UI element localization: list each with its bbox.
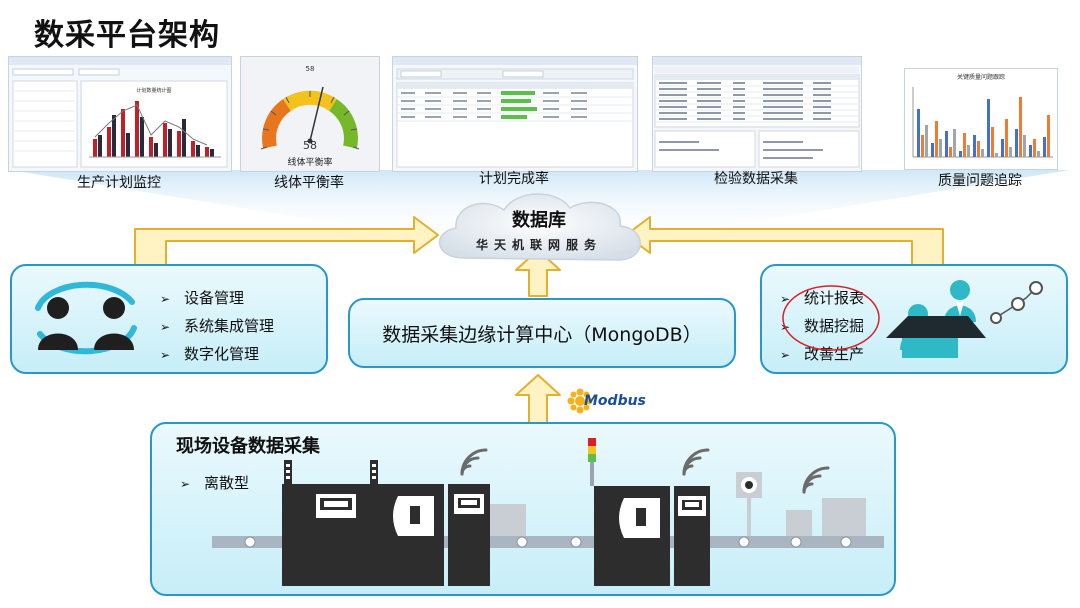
plan-completion-table-icon [393,57,637,168]
thumbnail-production-plan[interactable]: 计划数量统计图 [8,56,232,172]
list-item: ➢设备管理 [160,289,245,307]
arrow-edge-to-cloud [515,249,561,297]
thumbnail-label: 质量问题追踪 [938,173,1022,189]
database-subtitle: 华天机联网服务 [475,238,602,252]
modbus-label: Modbus [584,393,646,409]
edge-computing-label: 数据采集边缘计算中心（MongoDB） [382,324,702,346]
sensor-unit [736,472,762,536]
gauge-icon: 58 58 线体平衡率 [260,65,360,168]
database-cloud-icon [438,193,641,261]
list-item: ➢数字化管理 [160,345,260,363]
thumbnail-label: 线体平衡率 [274,175,344,191]
wifi-icon [802,466,830,494]
thumbnail-label: 计划完成率 [479,171,549,187]
thumbnail-plan-completion[interactable] [392,56,638,172]
thumbnail-label: 生产计划监控 [77,175,161,191]
chart-title: 计划数量统计图 [136,87,171,94]
gauge-top-label: 58 [306,65,315,73]
management-panel [10,264,328,374]
inspection-table-icon [653,57,861,168]
thumbnail-label: 检验数据采集 [714,171,798,187]
gauge-caption: 线体平衡率 [287,156,332,168]
page-title: 数采平台架构 [34,18,220,53]
machine-3 [588,438,710,586]
management-list: ➢设备管理 ➢系统集成管理 ➢数字化管理 [160,284,274,368]
meeting-analytics-icon [782,280,1043,358]
list-item: ➢统计报表 [780,289,865,307]
list-item: ➢系统集成管理 [160,317,275,335]
wifi-icon [682,448,710,476]
machine-2 [368,460,490,586]
database-title: 数据库 [512,210,566,231]
highlight-ellipse [782,285,880,351]
field-subtitle: ➢离散型 [180,474,250,492]
field-title: 现场设备数据采集 [176,436,320,457]
thumbnail-inspection-data[interactable] [652,56,862,172]
chart-title: 关键质量问题跟踪 [957,73,1005,81]
edge-computing-panel [348,298,736,368]
gauge-value: 58 [303,139,317,152]
production-plan-chart-icon: 计划数量统计图 [9,57,231,168]
wifi-icon [460,448,488,476]
thumbnail-line-balance[interactable]: 58 58 线体平衡率 [240,56,380,172]
people-cycle-icon [35,281,137,355]
modbus-logo-icon [567,388,593,414]
thumbnail-quality-tracking[interactable]: 关键质量问题跟踪 [904,68,1058,170]
machine-1 [282,460,370,586]
quality-chart-icon: 关键质量问题跟踪 [912,73,1053,158]
production-line-icon [212,438,884,586]
